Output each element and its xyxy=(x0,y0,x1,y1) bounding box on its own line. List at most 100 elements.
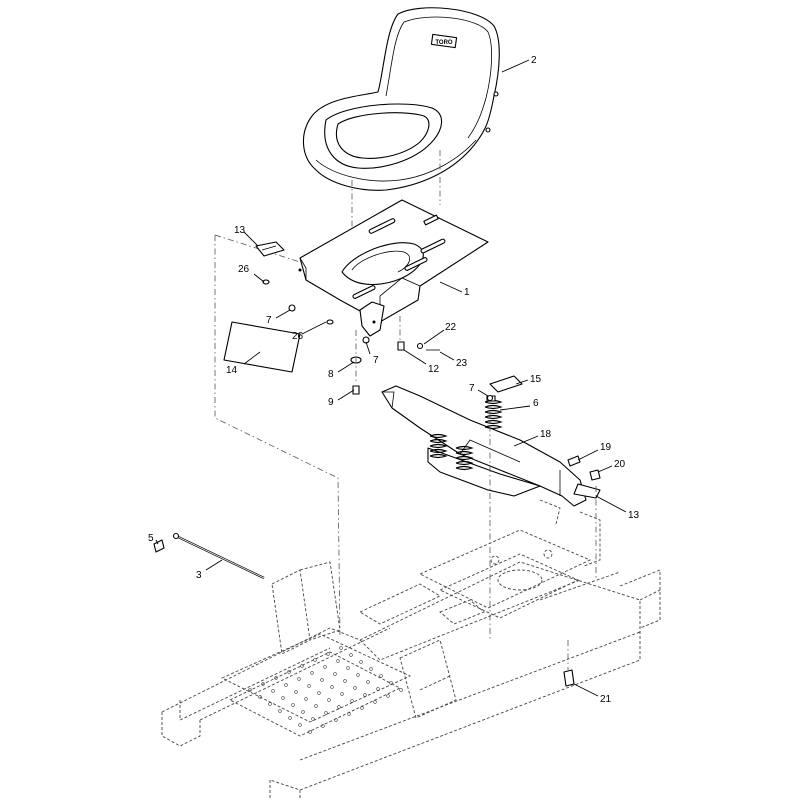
floor-hole xyxy=(359,660,363,664)
seat-mounting-plate xyxy=(298,199,489,337)
callout-12: 12 xyxy=(428,364,440,375)
floor-hole xyxy=(308,730,312,734)
nut-7a xyxy=(288,304,296,312)
floor-hole xyxy=(376,687,380,691)
floor-hole xyxy=(386,694,390,698)
callout-2: 2 xyxy=(531,55,537,66)
floor-hole xyxy=(274,676,278,680)
callout-9: 9 xyxy=(328,397,334,408)
seat-latch xyxy=(255,241,285,257)
floor-hole xyxy=(291,703,295,707)
callout-3: 3 xyxy=(196,570,202,581)
hardware xyxy=(262,279,440,395)
callout-22: 22 xyxy=(445,322,457,333)
floor-hole xyxy=(399,688,403,692)
floor-hole xyxy=(261,682,265,686)
nut-22 xyxy=(416,342,424,350)
floor-hole xyxy=(298,723,302,727)
floor-hole xyxy=(287,670,291,674)
spring xyxy=(484,395,503,430)
floor-hole xyxy=(307,684,311,688)
callout-8: 8 xyxy=(328,369,334,380)
bolt-12 xyxy=(397,341,405,351)
floor-hole xyxy=(389,681,393,685)
floor-hole xyxy=(278,709,282,713)
floor-hole xyxy=(373,700,377,704)
chassis-frame xyxy=(161,499,661,800)
floor-hole xyxy=(350,699,354,703)
floor-hole xyxy=(324,711,328,715)
floor-hole xyxy=(327,698,331,702)
decal xyxy=(223,321,301,373)
clip-5 xyxy=(153,539,165,553)
floor-hole xyxy=(268,702,272,706)
bolt-26a xyxy=(262,279,270,285)
floor-hole xyxy=(379,674,383,678)
callout-6: 6 xyxy=(533,398,539,409)
floor-hole xyxy=(353,686,357,690)
floor-hole xyxy=(313,658,317,662)
bolt-26b xyxy=(326,319,334,325)
callout-20b: 20 xyxy=(614,459,626,470)
floor-hole xyxy=(310,671,314,675)
floor-hole xyxy=(314,704,318,708)
floor-hole xyxy=(311,717,315,721)
callout-7a: 7 xyxy=(266,315,272,326)
floor-hole xyxy=(326,652,330,656)
suspension-bracket xyxy=(381,385,601,507)
callout-26b: 26 xyxy=(292,331,304,342)
floor-hole xyxy=(337,705,341,709)
floor-hole xyxy=(334,718,338,722)
floor-hole xyxy=(320,678,324,682)
floor-hole xyxy=(369,667,373,671)
floor-hole xyxy=(340,692,344,696)
floor-hole xyxy=(304,697,308,701)
callout-labels: 2 1 13 26 7 26 7 8 9 12 22 23 14 15 7 6 … xyxy=(148,55,640,705)
floor-hole xyxy=(356,673,360,677)
floor-hole xyxy=(333,672,337,676)
callout-7b: 7 xyxy=(373,355,379,366)
spring xyxy=(429,433,448,459)
callout-1: 1 xyxy=(464,287,470,298)
rod xyxy=(153,532,265,579)
callout-7c: 7 xyxy=(469,383,475,394)
callout-19: 18 xyxy=(540,429,552,440)
callout-21: 21 xyxy=(600,694,612,705)
floor-hole xyxy=(284,683,288,687)
callout-14-text: 14 xyxy=(226,365,238,376)
bolt-20a xyxy=(567,455,581,467)
floor-hole xyxy=(347,712,351,716)
callout-20a: 19 xyxy=(600,442,612,453)
floor-hole xyxy=(349,653,353,657)
callout-23: 23 xyxy=(456,358,468,369)
floor-hole xyxy=(321,724,325,728)
floor-hole xyxy=(288,716,292,720)
seat-logo-text: TORO xyxy=(435,40,453,46)
nut-7c xyxy=(486,394,494,402)
floor-hole xyxy=(336,659,340,663)
bolt-21 xyxy=(563,669,575,687)
floor-hole xyxy=(248,688,252,692)
floor-hole xyxy=(323,665,327,669)
floor-hole xyxy=(271,689,275,693)
label-18 xyxy=(489,375,523,393)
floor-hole xyxy=(301,710,305,714)
floor-hole xyxy=(363,693,367,697)
seat: TORO xyxy=(302,7,500,191)
floor-hole xyxy=(281,696,285,700)
seat-badge xyxy=(430,33,458,49)
phantom-outline xyxy=(214,235,341,636)
leader-lines xyxy=(155,59,627,697)
floor-holes xyxy=(248,646,403,734)
callout-18: 15 xyxy=(530,374,542,385)
callout-15: 13 xyxy=(234,225,246,236)
floor-hole xyxy=(297,677,301,681)
floor-hole xyxy=(339,646,343,650)
callout-13-shown-number: 13 xyxy=(628,510,640,521)
callout-26a: 26 xyxy=(238,264,250,275)
floor-hole xyxy=(258,695,262,699)
floor-hole xyxy=(366,680,370,684)
floor-hole xyxy=(360,706,364,710)
